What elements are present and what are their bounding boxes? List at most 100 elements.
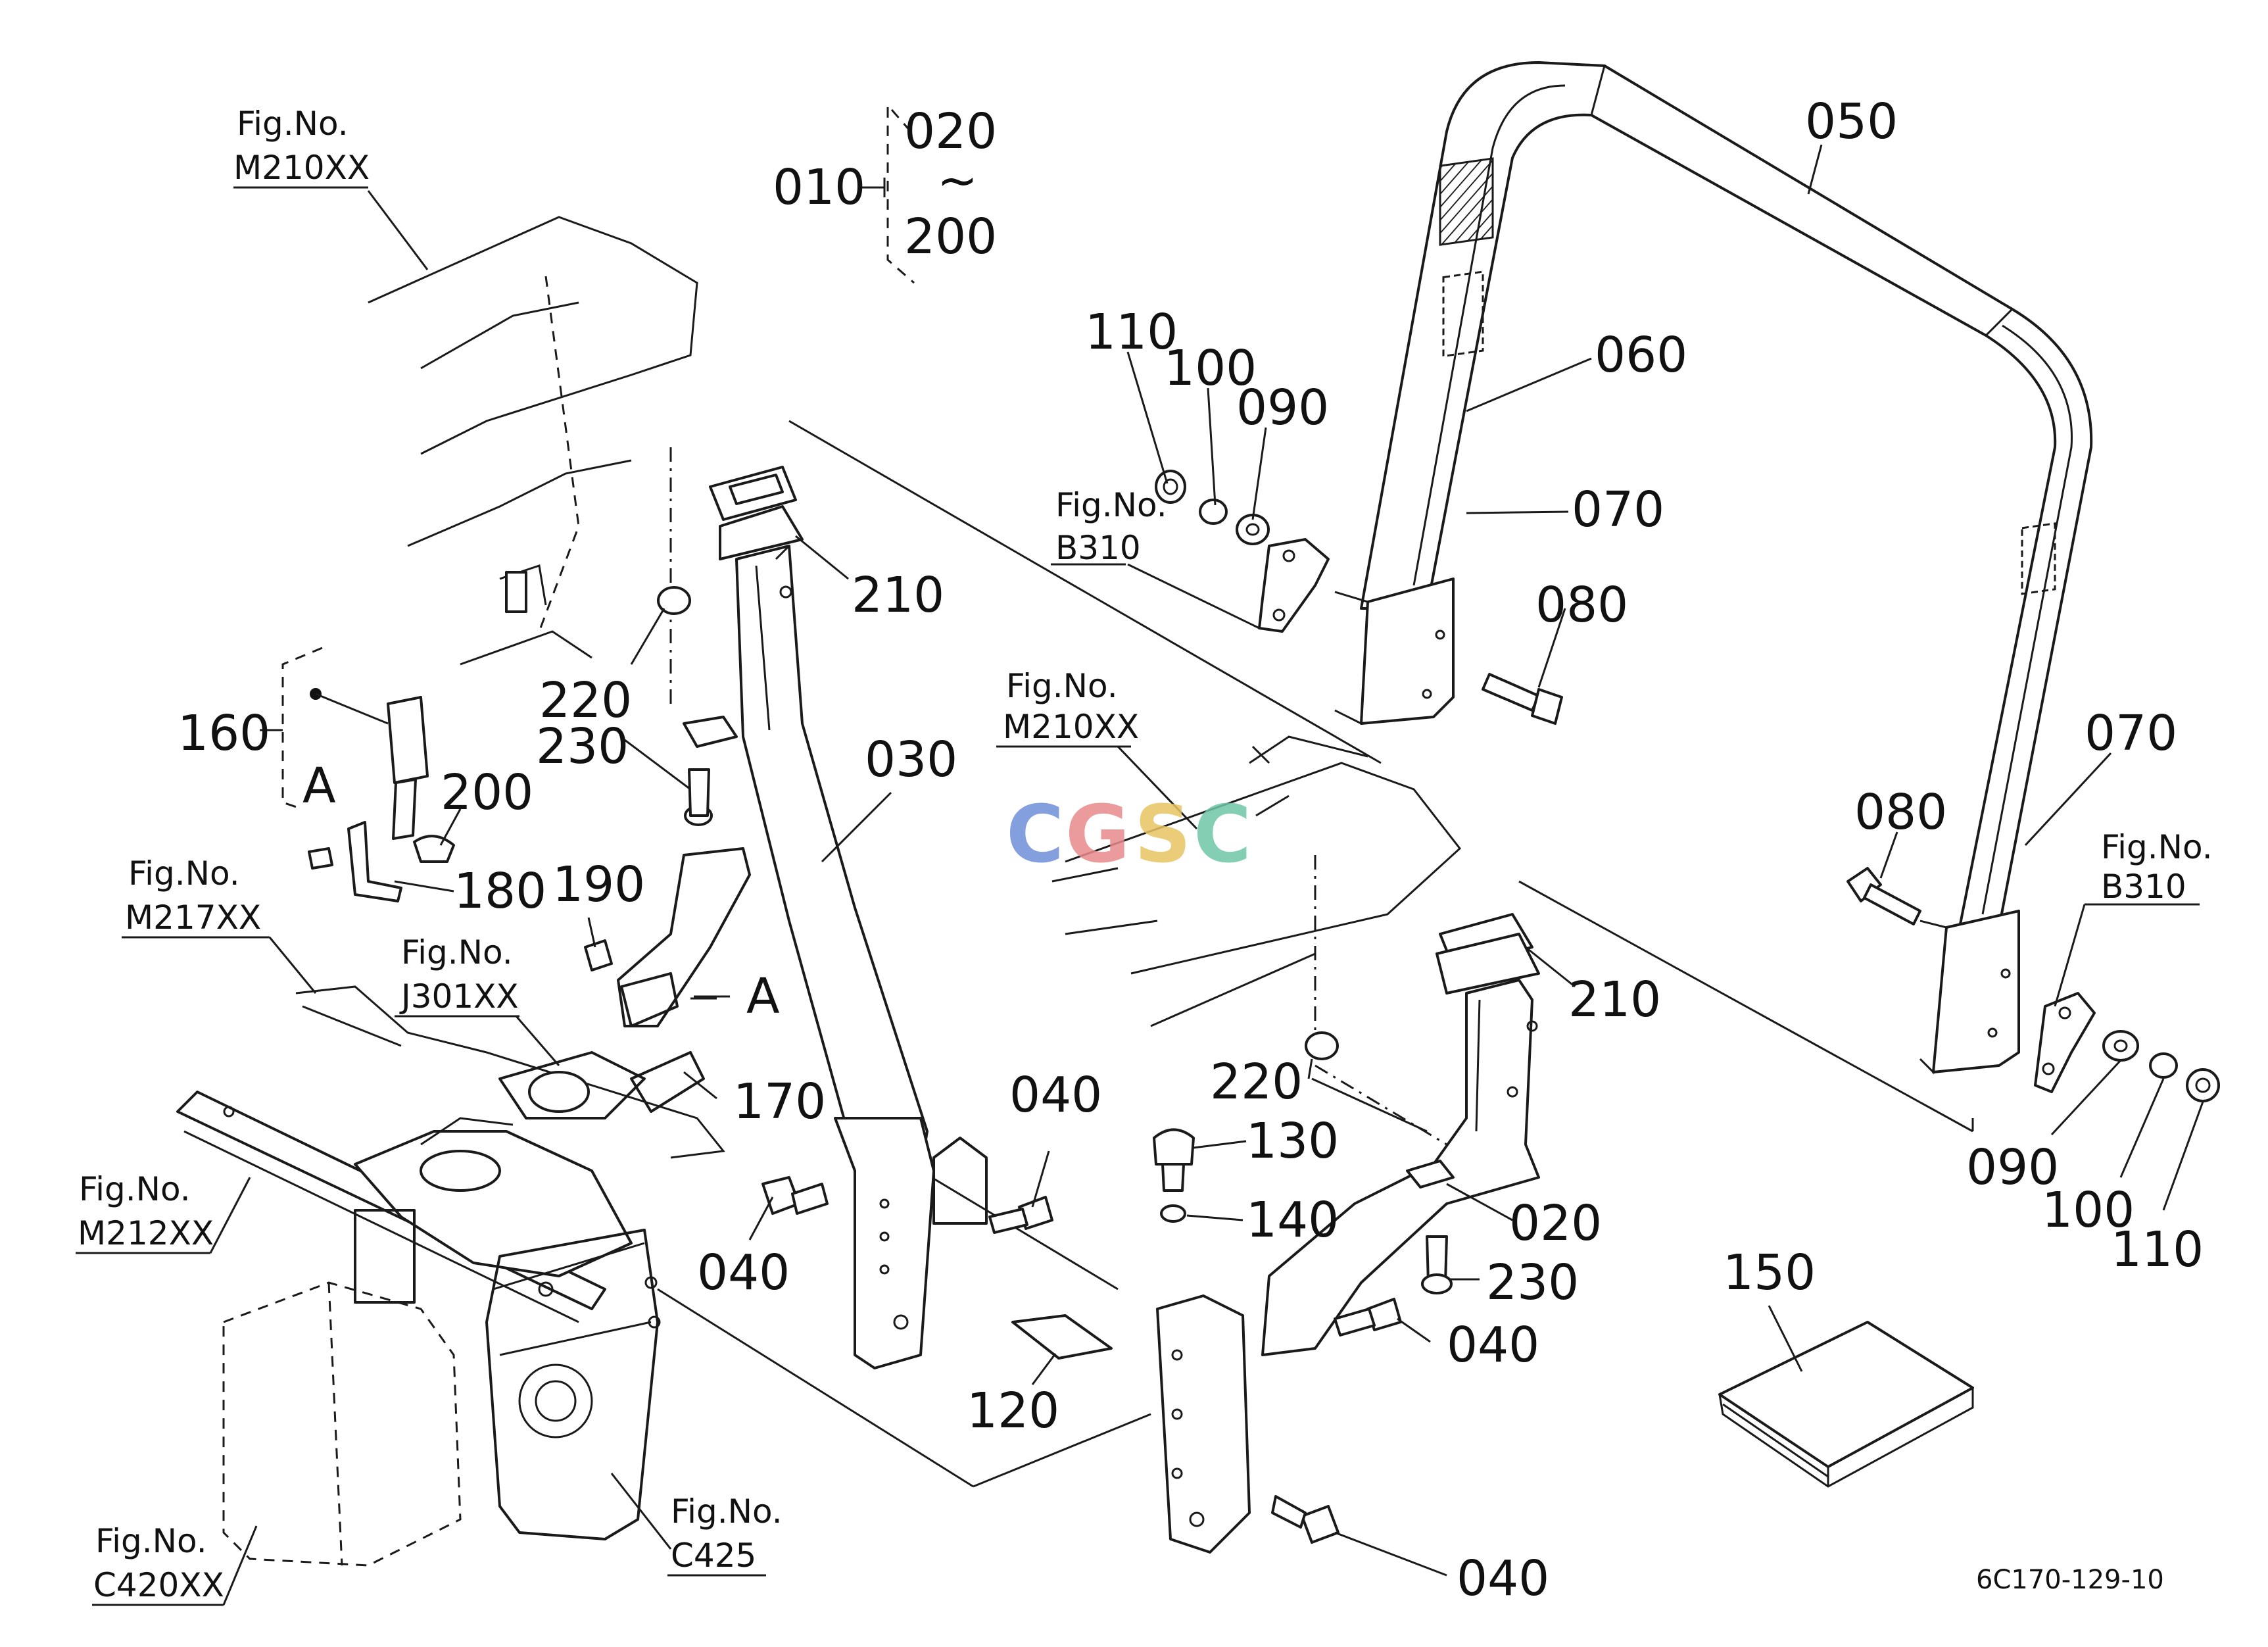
label-200: 200 [441, 764, 533, 821]
label-080-upper: 080 [1535, 577, 1628, 633]
fig-ref-c420-prefix: Fig.No. [95, 1522, 207, 1560]
group-id: 010 [773, 159, 865, 216]
small-bracket [505, 571, 527, 613]
pivot-j301 [528, 1071, 590, 1113]
label-220-left: 220 [539, 672, 632, 729]
bracket-180 [347, 821, 402, 902]
fig-ref-m210-upper-code: M210XX [233, 149, 370, 187]
label-040-b: 040 [1009, 1067, 1102, 1123]
bolt-130 [1153, 1128, 1195, 1166]
decal-060 [1439, 157, 1494, 246]
plate-b310-right [2034, 992, 2096, 1093]
watermark: C G S C [1006, 789, 1251, 881]
bolts-040-and-fasteners [761, 1128, 1402, 1544]
floor-plate-ref [1051, 735, 1462, 1027]
watermark-letter-1: C [1006, 789, 1064, 881]
label-150: 150 [1723, 1244, 1816, 1301]
label-120: 120 [967, 1383, 1059, 1439]
fig-ref-b310-lower-prefix: Fig.No. [2101, 828, 2213, 866]
label-230-left: 230 [536, 718, 629, 775]
label-100-upper: 100 [1164, 340, 1257, 397]
label-220-right: 220 [1210, 1054, 1303, 1110]
label-170: 170 [733, 1073, 826, 1130]
label-090-lower: 090 [1966, 1139, 2059, 1196]
watermark-letter-4: C [1194, 789, 1251, 881]
fig-ref-b310-upper-code: B310 [1055, 529, 1141, 567]
upper-left-ref-structure [368, 216, 698, 666]
fig-ref-m212-prefix: Fig.No. [79, 1170, 191, 1208]
group-label-010: 010 020 ~ 200 [773, 103, 997, 265]
label-110-lower: 110 [2111, 1221, 2204, 1278]
bolt-040-d-head [1301, 1505, 1339, 1544]
label-060: 060 [1595, 327, 1687, 383]
label-210-left: 210 [852, 567, 944, 624]
group-tilde: ~ [937, 153, 978, 209]
decal-070-left [1442, 270, 1484, 358]
label-180: 180 [454, 863, 546, 920]
fig-ref-c425-prefix: Fig.No. [671, 1492, 783, 1531]
watermark-letter-2: G [1065, 789, 1130, 881]
group-from: 020 [904, 103, 997, 160]
fig-ref-j301-code: J301XX [399, 977, 519, 1016]
bolt-190 [584, 939, 613, 971]
hardware-lower-right [2034, 992, 2220, 1102]
washer-100 [1199, 499, 1228, 525]
fig-ref-m217-prefix: Fig.No. [128, 854, 240, 893]
washer-100-right [2149, 1052, 2178, 1079]
post-030 [657, 466, 988, 1369]
watermark-letter-3: S [1134, 789, 1191, 881]
bracket-left-post [683, 716, 738, 748]
label-020: 020 [1509, 1195, 1602, 1252]
lever-assembly [308, 696, 751, 1113]
stay-170 [630, 1051, 705, 1113]
fig-ref-j301-prefix: Fig.No. [401, 933, 513, 971]
plate-b310 [1258, 538, 1330, 633]
cushion-220-left [657, 586, 691, 615]
manual-150 [1718, 1321, 1974, 1488]
label-040-d: 040 [1457, 1550, 1549, 1607]
small-bolt [308, 847, 333, 870]
fig-ref-c420-code: C420XX [93, 1566, 224, 1604]
label-050: 050 [1805, 93, 1898, 150]
label-110-upper: 110 [1085, 304, 1178, 360]
fig-ref-m210-upper-prefix: Fig.No. [237, 105, 349, 143]
label-080-lower: 080 [1854, 784, 1947, 841]
cover-170-a [617, 847, 751, 1027]
rubber-mount-210-left [719, 505, 804, 560]
label-040-a: 040 [697, 1244, 790, 1301]
fig-ref-b310-lower-code: B310 [2101, 868, 2186, 906]
fig-ref-c425-code: C425 [671, 1536, 756, 1575]
fig-ref-m212-code: M212XX [78, 1214, 214, 1252]
bolt-080-lower [1846, 867, 1921, 925]
label-070-lower: 070 [2085, 705, 2177, 762]
part-labels: 050 060 070 070 080 080 110 100 090 090 … [178, 93, 2204, 1607]
label-160: 160 [178, 705, 270, 762]
bolt-080-upper [1482, 673, 1563, 725]
leader-lines [76, 103, 2204, 1606]
decal-070-right [2021, 522, 2056, 595]
washer-090-right [2102, 1030, 2139, 1062]
nut-110-right [2186, 1068, 2220, 1102]
fig-ref-m217-code: M217XX [125, 898, 261, 937]
label-230-right: 230 [1486, 1254, 1579, 1311]
label-210-right: 210 [1568, 971, 1661, 1028]
fig-ref-b310-upper-prefix: Fig.No. [1055, 486, 1167, 524]
hardware-upper-left [1155, 470, 1330, 633]
rops-frame-050 [1334, 61, 2093, 1075]
label-130: 130 [1246, 1113, 1339, 1169]
label-030: 030 [865, 731, 957, 788]
cushion-220-right [1305, 1031, 1339, 1060]
document-code: 6C170-129-10 [1976, 1565, 2164, 1595]
label-190: 190 [552, 856, 645, 913]
knob-200 [413, 835, 455, 863]
label-070-upper: 070 [1572, 481, 1664, 538]
label-090-upper: 090 [1236, 380, 1329, 436]
nut-110 [1155, 470, 1186, 504]
engine-transmission-ref [222, 1229, 661, 1567]
fig-ref-m210-center-prefix: Fig.No. [1006, 667, 1118, 705]
marker-a-lower: A [746, 968, 780, 1025]
label-040-c: 040 [1447, 1317, 1539, 1373]
fig-ref-m210-center-code: M210XX [1003, 708, 1139, 746]
